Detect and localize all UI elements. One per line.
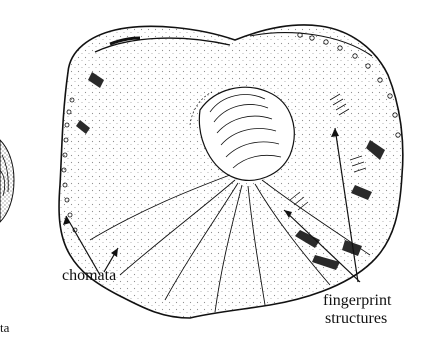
partial-specimen-left (0, 140, 14, 222)
label-cropped-left: ta (0, 320, 10, 335)
label-fingerprint-line2: structures (325, 310, 387, 327)
label-fingerprint-line1: fingerprint (323, 292, 392, 309)
label-chomata: chomata (62, 267, 116, 284)
